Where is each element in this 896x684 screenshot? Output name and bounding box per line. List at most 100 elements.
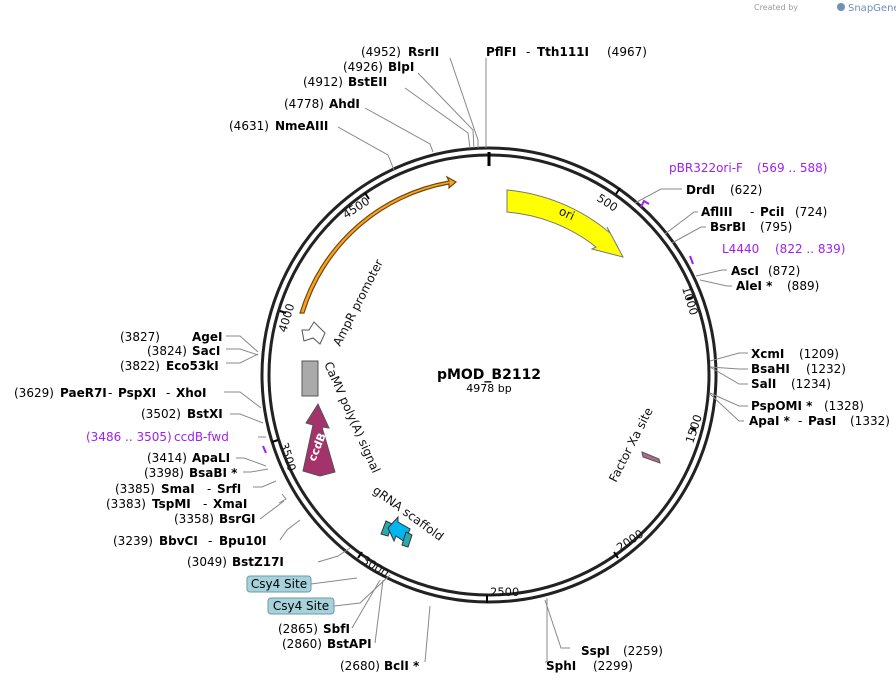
pcii-site-label[interactable]: PciI (760, 205, 785, 219)
apai-position: (1332) (850, 414, 890, 428)
afliii-site-label[interactable]: AflIII (701, 205, 733, 219)
bstapi-position: (2860) (282, 637, 322, 651)
eco53ki-position: (3822) (120, 359, 160, 373)
sphi-site-label[interactable]: SphI (546, 659, 576, 673)
ori-label: ori (557, 204, 577, 223)
apai-site-label[interactable]: ApaI * (749, 414, 791, 428)
ori-feature-arrow (506, 189, 624, 258)
bbvci-site-label[interactable]: BbvCI (159, 534, 198, 548)
sspi-site-label[interactable]: SspI (581, 644, 610, 658)
ahdi-position: (4778) (284, 97, 324, 111)
nmeaiii-site-label[interactable]: NmeAIII (275, 119, 328, 133)
l4440-primer-mark (689, 255, 694, 265)
watermark-brand: SnapGene (848, 3, 896, 14)
ampr-promoter-arrow (299, 175, 458, 314)
asci-site-label[interactable]: AscI (731, 264, 759, 278)
pspomi-site-label[interactable]: PspOMI * (751, 399, 813, 413)
pasi-site-label[interactable]: PasI (808, 414, 836, 428)
bstapi-site-label[interactable]: BstAPI (327, 637, 372, 651)
sbfi-site-label[interactable]: SbfI (323, 622, 350, 636)
drdi-site-label[interactable]: DrdI (686, 183, 715, 197)
site-separator: - (203, 497, 207, 511)
eco53ki-site-label[interactable]: Eco53kI (166, 359, 219, 373)
plasmid-name: pMOD_B2112 (437, 367, 541, 383)
ahdi-site-label[interactable]: AhdI (329, 97, 360, 111)
plasmid-size: 4978 bp (466, 382, 511, 395)
l4440-primer-label[interactable]: L4440 (722, 242, 759, 256)
factor-xa-site-marker (641, 451, 661, 464)
csy4-site-marker-2 (401, 531, 413, 548)
csy4-leader-1 (310, 577, 358, 585)
csy4-site-box-1-label: Csy4 Site (251, 577, 307, 591)
bsrgi-site-label[interactable]: BsrGI (219, 512, 256, 526)
bstz17i-site-label[interactable]: BstZ17I (232, 555, 284, 569)
csy4-leader-2 (333, 574, 391, 607)
pbr322ori-f-primer-range: (569 .. 588) (757, 161, 827, 175)
apali-site-label[interactable]: ApaLI (192, 451, 230, 465)
site-separator: - (208, 534, 212, 548)
ccdb-fwd-primer-range: (3486 .. 3505) (86, 430, 172, 444)
asci-position: (872) (768, 264, 800, 278)
drdi-position: (622) (730, 183, 762, 197)
ccdb-fwd-primer-label[interactable]: ccdB-fwd (174, 430, 229, 444)
alei-site-label[interactable]: AleI * (736, 279, 773, 293)
rsrii-position: (4952) (361, 45, 401, 59)
bstxi-position: (3502) (141, 407, 181, 421)
scale-ticks (271, 187, 697, 603)
apali-position: (3414) (147, 451, 187, 465)
paer7i-site-label[interactable]: PaeR7I (60, 386, 107, 400)
tspmi-position: (3383) (106, 497, 146, 511)
blpi-position: (4926) (343, 60, 383, 74)
ampr-promoter-label: AmpR promoter (330, 257, 386, 348)
sali-position: (1234) (791, 377, 831, 391)
tth111i-site-label[interactable]: Tth111I (537, 45, 589, 59)
alei-position: (889) (787, 279, 819, 293)
saci-position: (3824) (147, 344, 187, 358)
paer7i-position: (3629) (14, 386, 54, 400)
pbr322ori-f-primer-label[interactable]: pBR322ori-F (669, 161, 743, 175)
l4440-primer-range: (822 .. 839) (775, 242, 845, 256)
pflfi-position: (4967) (607, 45, 647, 59)
bbvci-position: (3239) (113, 534, 153, 548)
bsabi-site-label[interactable]: BsaBI * (189, 466, 238, 480)
agei-position: (3827) (120, 330, 160, 344)
bsrbi-site-label[interactable]: BsrBI (710, 220, 746, 234)
xhoi-site-label[interactable]: XhoI (176, 386, 207, 400)
sbfi-position: (2865) (278, 622, 318, 636)
xcmi-site-label[interactable]: XcmI (751, 347, 784, 361)
bsrgi-position: (3358) (174, 512, 214, 526)
bsabi-position: (3398) (144, 466, 184, 480)
ccdb-feature-arrow (302, 402, 336, 477)
site-separator: - (798, 414, 802, 428)
bcli-site-label[interactable]: BclI * (384, 659, 420, 673)
bpu10i-site-label[interactable]: Bpu10I (219, 534, 266, 548)
pflfi-site-label[interactable]: PflFI (486, 45, 516, 59)
snapgene-logo-icon (837, 3, 845, 11)
rsrii-site-label[interactable]: RsrII (408, 45, 439, 59)
site-leader-lines (224, 57, 748, 663)
site-separator: - (207, 482, 211, 496)
srfi-site-label[interactable]: SrfI (217, 482, 241, 496)
bsahi-position: (1232) (806, 362, 846, 376)
factor-xa-site-label: Factor Xa site (606, 405, 656, 484)
agei-site-label[interactable]: AgeI (192, 330, 222, 344)
sali-site-label[interactable]: SalI (751, 377, 776, 391)
afliii-position: (724) (795, 205, 827, 219)
tick-label-2000: 2000 (614, 527, 646, 555)
tspmi-site-label[interactable]: TspMI (152, 497, 191, 511)
saci-site-label[interactable]: SacI (192, 344, 220, 358)
bstxi-site-label[interactable]: BstXI (187, 407, 223, 421)
bsahi-site-label[interactable]: BsaHI (751, 362, 790, 376)
bsteii-site-label[interactable]: BstEII (348, 75, 387, 89)
sspi-position: (2259) (623, 644, 663, 658)
bsrbi-position: (795) (760, 220, 792, 234)
pbr322ori-f-primer-mark (640, 199, 650, 208)
site-separator: - (108, 386, 112, 400)
bsteii-position: (4912) (303, 75, 343, 89)
smai-site-label[interactable]: SmaI (161, 482, 195, 496)
blpi-site-label[interactable]: BlpI (388, 60, 414, 74)
pspomi-position: (1328) (824, 399, 864, 413)
xmai-site-label[interactable]: XmaI (213, 497, 247, 511)
pspxi-site-label[interactable]: PspXI (118, 386, 156, 400)
ccdb-fwd-primer-mark (262, 445, 267, 454)
